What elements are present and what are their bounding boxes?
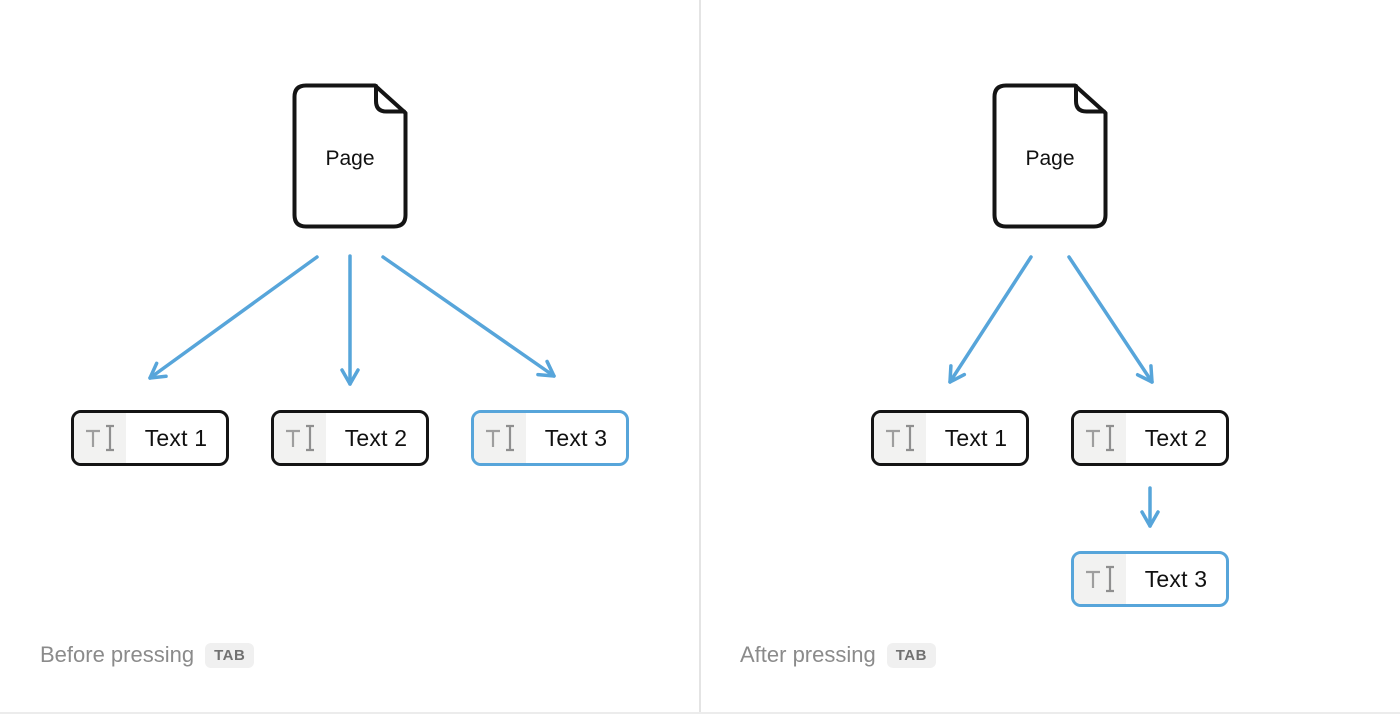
text-block-label: Text 2 <box>1144 424 1208 451</box>
caption-after: After pressing TAB <box>740 641 936 669</box>
panel-divider <box>699 0 701 714</box>
text-block-label: Text 3 <box>1144 565 1208 592</box>
text-block-label: Text 3 <box>544 424 608 451</box>
page-label: Page <box>325 147 375 170</box>
text-block-3-selected-indented: Text 3 <box>1071 551 1229 607</box>
arrow-page-to-text1-left <box>148 255 319 380</box>
text-block-label: Text 1 <box>944 424 1008 451</box>
document-outline <box>292 83 408 229</box>
text-cursor-icon <box>274 413 326 463</box>
caption-text: After pressing <box>740 642 876 667</box>
text-block-2: Text 2 <box>1071 410 1229 466</box>
text-cursor-icon <box>1074 413 1126 463</box>
page-icon: Page <box>991 82 1109 230</box>
arrow-page-to-text2-right <box>1067 255 1154 384</box>
arrow-page-to-text3-left <box>381 255 556 378</box>
tab-key-badge: TAB <box>886 642 936 668</box>
text-cursor-icon <box>874 413 926 463</box>
text-cursor-icon <box>1074 554 1126 604</box>
bottom-border <box>0 712 1400 714</box>
caption-text: Before pressing <box>40 642 195 667</box>
tab-key-badge: TAB <box>205 642 255 668</box>
page-label: Page <box>1025 147 1075 170</box>
text-block-label: Text 2 <box>344 424 408 451</box>
document-outline <box>992 83 1108 229</box>
text-block-1: Text 1 <box>71 410 229 466</box>
text-cursor-icon <box>74 413 126 463</box>
page-icon: Page <box>291 82 409 230</box>
text-block-2: Text 2 <box>271 410 429 466</box>
text-block-3-selected: Text 3 <box>471 410 629 466</box>
text-block-label: Text 1 <box>144 424 208 451</box>
text-cursor-icon <box>474 413 526 463</box>
caption-before: Before pressing TAB <box>40 641 255 669</box>
arrow-page-to-text1-right <box>948 255 1033 384</box>
text-block-1: Text 1 <box>871 410 1029 466</box>
